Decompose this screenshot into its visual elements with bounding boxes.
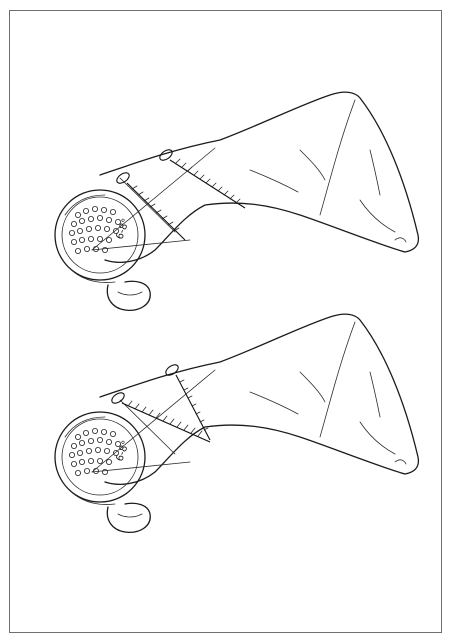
- bottom-screw-short: [110, 391, 210, 442]
- bottom-angle-label: 6-8°: [114, 439, 132, 463]
- top-angle-label: 6-8°: [114, 217, 132, 241]
- bottom-bone-illustration: 6-8°: [55, 314, 418, 532]
- top-bone-illustration: 6-8°: [55, 92, 418, 310]
- top-screw-long: [158, 148, 245, 208]
